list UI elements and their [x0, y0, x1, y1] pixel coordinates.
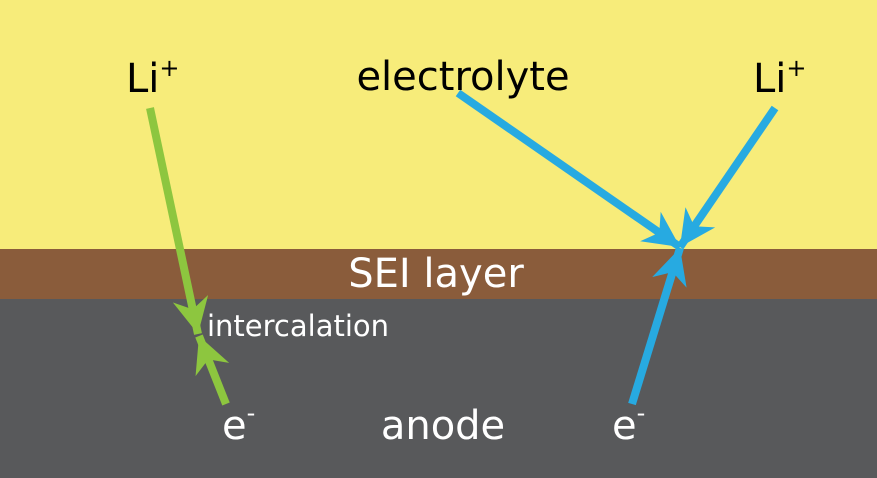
electron-arrow-left	[195, 334, 230, 406]
sei-layer-region	[0, 249, 877, 299]
anode-label: anode	[381, 403, 505, 449]
intercalation-label: intercalation	[207, 309, 389, 343]
electrolyte-label: electrolyte	[356, 54, 569, 100]
electron-label-left: e-	[222, 399, 255, 449]
li-ion-arrow-right	[676, 105, 779, 250]
li-ion-arrow-left	[146, 107, 209, 335]
li-ion-label-left: Li+	[126, 54, 180, 102]
electrolyte-arrow	[455, 89, 683, 251]
anode-region	[0, 299, 877, 478]
electron-arrow-right	[628, 246, 687, 406]
electron-label-right: e-	[612, 399, 645, 449]
sei-layer-label: SEI layer	[348, 251, 524, 297]
electrolyte-region	[0, 0, 877, 249]
li-ion-label-right: Li+	[753, 54, 807, 102]
